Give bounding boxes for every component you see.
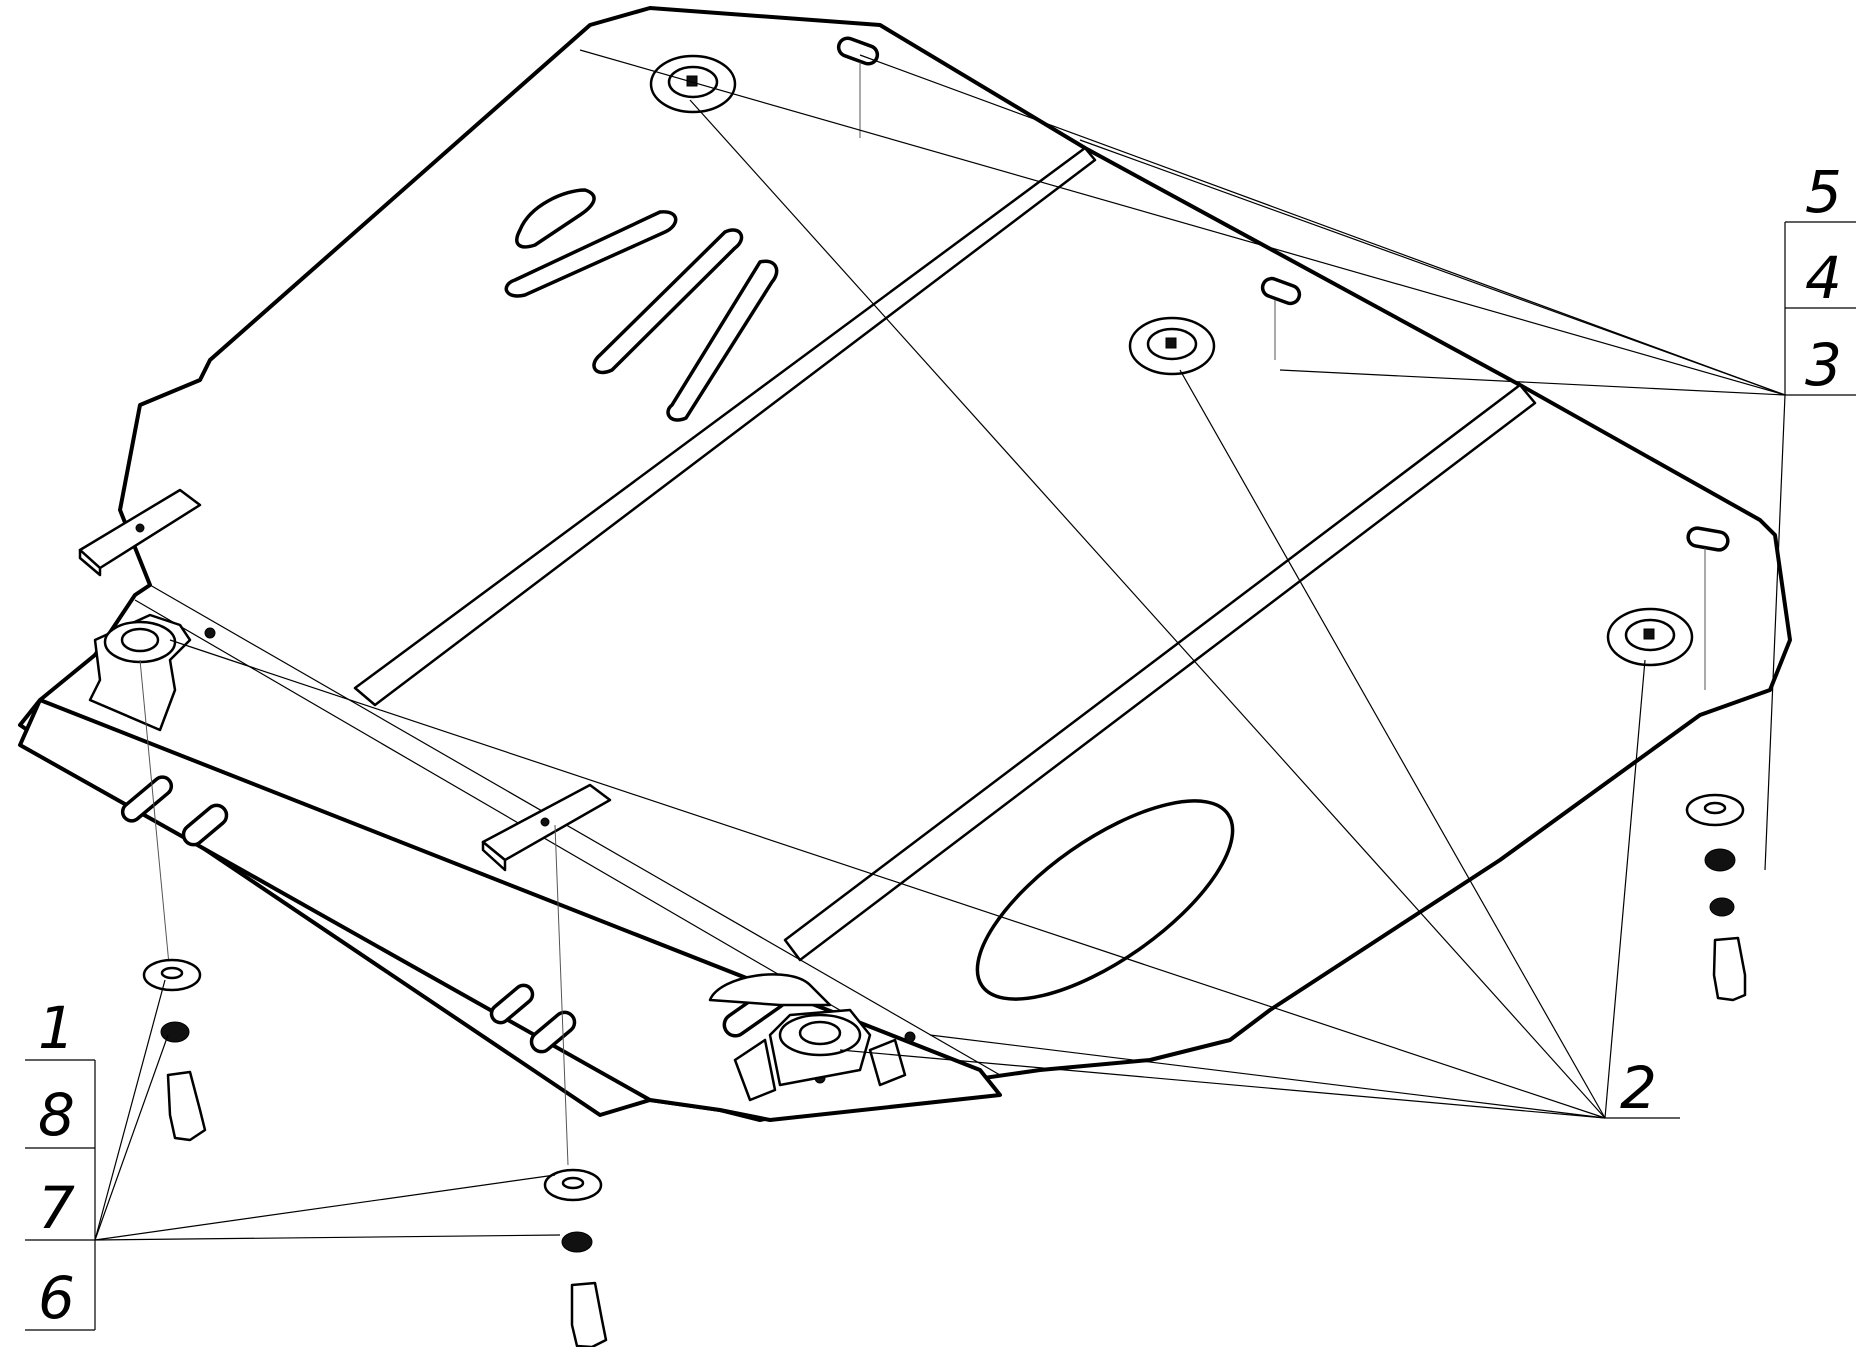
lock-washer bbox=[160, 1021, 190, 1043]
skid-plate-outline bbox=[18, 6, 1792, 1122]
vent-slot-4 bbox=[666, 259, 779, 422]
lip-slot-4 bbox=[529, 1010, 577, 1054]
left-boss-nut bbox=[120, 627, 160, 653]
cage-nut-3 bbox=[1606, 607, 1694, 667]
lip-slot-2 bbox=[181, 803, 229, 847]
vent-slot-2 bbox=[504, 210, 678, 298]
lock-washer bbox=[561, 1231, 593, 1253]
bracket-left-top-side bbox=[78, 548, 102, 577]
front-boss bbox=[708, 973, 832, 1007]
drain-access-hatch bbox=[975, 799, 1235, 1001]
lip-slot-1 bbox=[120, 775, 174, 823]
callout-3: 3 bbox=[1805, 331, 1842, 399]
fasteners-right bbox=[1685, 793, 1747, 1002]
bracket-hole-1 bbox=[135, 523, 145, 533]
rivet-2 bbox=[904, 1031, 916, 1043]
callout-stack-left: 1 8 7 6 bbox=[25, 994, 96, 1332]
front-boss-nut bbox=[798, 1020, 842, 1046]
rib-band-1 bbox=[353, 146, 1097, 707]
rivet-1 bbox=[204, 627, 216, 639]
lip-slot-3 bbox=[489, 983, 535, 1025]
bolt bbox=[570, 1281, 608, 1347]
top-slot-3 bbox=[1686, 526, 1730, 552]
callout-8: 8 bbox=[38, 1081, 75, 1149]
fasteners-left bbox=[142, 958, 207, 1142]
vent-slot-1 bbox=[515, 188, 596, 249]
fasteners-center bbox=[543, 1168, 608, 1347]
vent-slot-3 bbox=[592, 228, 744, 375]
lock-washer bbox=[1704, 848, 1736, 872]
bolt bbox=[1712, 936, 1747, 1002]
callout-4: 4 bbox=[1805, 244, 1842, 312]
callout-6: 6 bbox=[38, 1264, 75, 1332]
bolt bbox=[166, 1070, 207, 1142]
bracket-hole-2 bbox=[540, 817, 550, 827]
lock-washer-2 bbox=[1709, 897, 1735, 917]
leader-lines bbox=[94, 49, 1786, 1241]
callout-stack-right: 5 4 3 bbox=[1784, 158, 1856, 399]
callout-1: 1 bbox=[38, 994, 75, 1062]
skid-plate bbox=[18, 6, 1792, 1122]
front-boss-foot-2 bbox=[868, 1038, 907, 1087]
cage-nuts bbox=[649, 54, 1694, 667]
front-boss-foot bbox=[733, 1038, 777, 1102]
callout-5: 5 bbox=[1805, 158, 1842, 226]
assembly-axes bbox=[139, 62, 1706, 1166]
callout-7: 7 bbox=[38, 1174, 75, 1242]
callout-2: 2 bbox=[1620, 1054, 1657, 1122]
brackets bbox=[78, 488, 907, 1102]
top-slot-2 bbox=[1260, 276, 1302, 306]
bracket-center-side bbox=[481, 840, 507, 872]
front-fold-line bbox=[149, 584, 1001, 1076]
callout-center: 2 bbox=[1605, 1054, 1680, 1122]
cage-nut-2 bbox=[1128, 316, 1216, 376]
